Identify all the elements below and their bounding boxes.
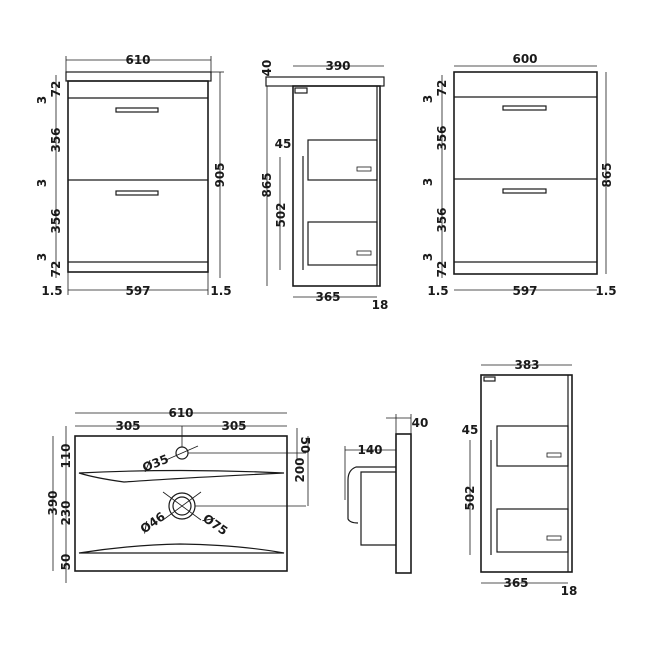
basin-top <box>265 76 385 87</box>
svg-text:40: 40 <box>412 416 429 430</box>
drawer-handle <box>502 105 547 111</box>
svg-text:72: 72 <box>49 81 63 98</box>
svg-text:200: 200 <box>293 457 307 482</box>
svg-text:Ø46: Ø46 <box>138 509 168 536</box>
dim-top-thickness: 40 <box>260 60 274 77</box>
dim-body-width: 597 <box>125 284 150 298</box>
svg-text:3: 3 <box>421 253 435 261</box>
drawer-box <box>307 221 378 266</box>
drawer-handle <box>115 107 159 113</box>
front-view-unit: 600 865 72 3 356 3 356 3 72 1.5 597 1.5 <box>421 52 617 298</box>
dim-side-right: 1.5 <box>210 284 231 298</box>
left-dimensions: 72 3 356 3 356 3 72 <box>35 81 63 278</box>
dim-height: 865 <box>260 172 274 197</box>
svg-text:72: 72 <box>435 80 449 97</box>
svg-text:1.5: 1.5 <box>427 284 448 298</box>
svg-text:50: 50 <box>298 437 312 454</box>
svg-text:597: 597 <box>512 284 537 298</box>
svg-text:365: 365 <box>503 576 528 590</box>
bowl-edge <box>78 469 285 483</box>
basin-outline <box>74 435 288 572</box>
dim-top-width: 610 <box>125 53 150 67</box>
svg-text:502: 502 <box>463 485 477 510</box>
svg-text:45: 45 <box>462 423 479 437</box>
svg-text:3: 3 <box>421 95 435 103</box>
svg-text:Ø75: Ø75 <box>200 511 230 538</box>
dim-total-height: 905 <box>213 162 227 187</box>
dim-top-width: 600 <box>512 52 537 66</box>
svg-text:1.5: 1.5 <box>595 284 616 298</box>
svg-text:390: 390 <box>46 490 60 515</box>
svg-text:305: 305 <box>115 419 140 433</box>
drawer-box <box>307 139 378 181</box>
cabinet-side <box>292 85 381 287</box>
basin-top <box>65 71 212 82</box>
cabinet-body <box>67 80 209 273</box>
cabinet-body <box>453 71 598 275</box>
basin-plan-view: 610 305 305 390 110 230 50 50 200 Ø35 Ø4… <box>46 406 312 583</box>
svg-text:356: 356 <box>435 125 449 150</box>
svg-text:356: 356 <box>435 207 449 232</box>
drawer-box <box>496 508 569 553</box>
front-view-with-basin: 610 905 72 3 356 3 356 3 72 1.5 597 1.5 <box>35 53 232 298</box>
dim-drawer-height: 502 <box>274 202 288 227</box>
dim-side-left: 1.5 <box>41 284 62 298</box>
bowl-edge <box>78 543 285 554</box>
svg-text:72: 72 <box>49 261 63 278</box>
svg-text:110: 110 <box>59 443 73 468</box>
drawer-handle <box>502 188 547 194</box>
svg-text:3: 3 <box>35 96 49 104</box>
svg-text:356: 356 <box>49 127 63 152</box>
svg-text:18: 18 <box>561 584 578 598</box>
side-view-with-basin: 390 40 865 45 502 365 18 <box>260 59 388 312</box>
basin-bowl <box>360 471 396 546</box>
svg-text:72: 72 <box>435 261 449 278</box>
dim-body-depth: 365 <box>315 290 340 304</box>
dim-top-depth: 390 <box>325 59 350 73</box>
cabinet-side <box>480 374 573 573</box>
svg-text:3: 3 <box>421 178 435 186</box>
drawer-box <box>496 425 569 467</box>
svg-text:230: 230 <box>59 500 73 525</box>
dim-door: 18 <box>372 298 389 312</box>
dim-drawer-offset: 45 <box>275 137 292 151</box>
svg-text:140: 140 <box>357 443 382 457</box>
basin-side-view: 140 40 <box>344 414 429 574</box>
svg-text:305: 305 <box>221 419 246 433</box>
tap-hole-label: Ø35 <box>140 452 170 475</box>
basin-slab <box>395 433 412 574</box>
dim-height: 865 <box>600 162 614 187</box>
dim-width: 610 <box>168 406 193 420</box>
side-view-unit: 383 45 502 365 18 <box>462 358 578 598</box>
svg-text:50: 50 <box>59 554 73 571</box>
svg-text:356: 356 <box>49 208 63 233</box>
svg-text:3: 3 <box>35 253 49 261</box>
svg-text:3: 3 <box>35 179 49 187</box>
svg-text:383: 383 <box>514 358 539 372</box>
waste-inner <box>172 496 192 516</box>
drawer-handle <box>115 190 159 196</box>
